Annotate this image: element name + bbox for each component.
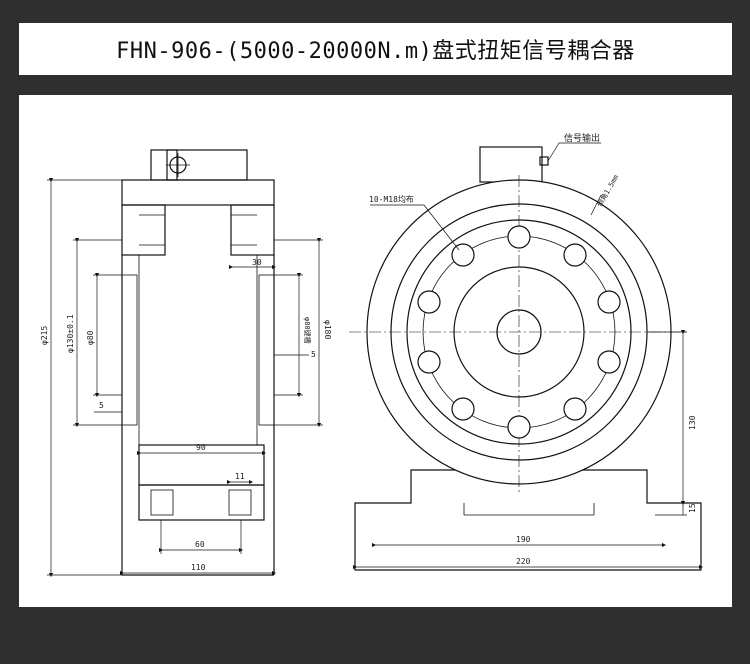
side-view <box>121 149 275 576</box>
bolt-hole <box>597 350 621 374</box>
title-bar: FHN-906-(5000-20000N.m)盘式扭矩信号耦合器 <box>19 23 732 75</box>
front-dimensions <box>352 142 704 570</box>
bolt-hole <box>507 225 531 249</box>
drawing-panel: 30 φ215 φ130±0.1 φ80 φ80键槽 φ180 5 5 90 1… <box>19 95 732 607</box>
bolt-hole <box>597 290 621 314</box>
bolt-hole <box>417 350 441 374</box>
dim-11: 11 <box>235 472 245 481</box>
front-view <box>349 146 702 571</box>
bolt-hole <box>563 397 587 421</box>
dim-5-left: 5 <box>99 401 104 410</box>
side-top-flange <box>121 179 275 206</box>
label-chamfer: 倒角1.5mm <box>595 173 620 208</box>
bolt-hole <box>507 415 531 439</box>
page-title: FHN-906-(5000-20000N.m)盘式扭矩信号耦合器 <box>116 39 635 64</box>
bolt-hole <box>563 243 587 267</box>
dim-190: 190 <box>516 535 531 544</box>
dim-15: 15 <box>688 503 697 513</box>
dim-phi130: φ130±0.1 <box>66 314 75 353</box>
side-dimensions <box>47 177 323 578</box>
dim-30: 30 <box>252 258 262 267</box>
label-signal-output: 信号输出 <box>564 132 600 144</box>
dim-phi215: φ215 <box>40 326 49 345</box>
dim-110: 110 <box>191 563 206 572</box>
dim-60: 60 <box>195 540 205 549</box>
dim-90: 90 <box>196 443 206 452</box>
front-base <box>354 469 702 571</box>
bolt-holes <box>417 225 621 439</box>
bolt-hole <box>451 243 475 267</box>
dim-130: 130 <box>688 415 697 430</box>
side-connector-block <box>150 149 248 181</box>
dim-phi180: φ180 <box>323 320 332 339</box>
dim-5-right: 5 <box>311 350 316 359</box>
bolt-hole <box>417 290 441 314</box>
dim-phi80: φ80 <box>86 330 95 345</box>
dim-220: 220 <box>516 557 531 566</box>
bolt-hole <box>451 397 475 421</box>
dim-phi80-key: φ80键槽 <box>303 317 312 344</box>
technical-drawing: 30 φ215 φ130±0.1 φ80 φ80键槽 φ180 5 5 90 1… <box>40 132 704 578</box>
front-connector-block <box>479 146 543 183</box>
label-bolt-holes: 10-M18均布 <box>369 194 414 204</box>
